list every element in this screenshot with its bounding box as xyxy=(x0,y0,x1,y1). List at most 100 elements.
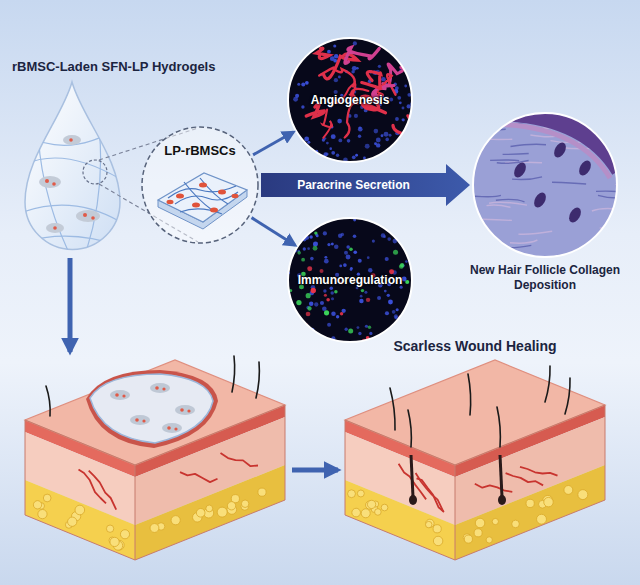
stain-dot xyxy=(293,146,296,149)
stain-dot xyxy=(337,119,342,124)
stain-dot xyxy=(307,336,311,340)
cell-dot xyxy=(192,203,200,208)
skin-block: Scarless Wound Healing xyxy=(345,330,605,560)
stain-dot xyxy=(323,231,327,235)
stain-dot xyxy=(338,139,342,143)
collagen-fiber xyxy=(487,205,511,207)
blood-vessel xyxy=(416,473,444,511)
hair xyxy=(390,388,395,430)
stain-dot xyxy=(304,137,309,142)
cell-dot xyxy=(232,194,239,198)
hair xyxy=(46,386,50,416)
fat-cell xyxy=(150,524,159,533)
stain-dot xyxy=(412,134,416,138)
fat-cell xyxy=(110,537,119,546)
cell-dot xyxy=(135,418,139,422)
hair xyxy=(545,366,550,402)
stain-dot xyxy=(405,135,408,138)
text-block: rBMSC-Laden SFN-LP Hydrogels xyxy=(12,59,215,74)
stain-dot xyxy=(352,155,356,159)
stain-dot xyxy=(384,213,389,218)
stain-dot xyxy=(306,312,311,317)
collagen-fiber xyxy=(609,146,640,148)
stain-dot xyxy=(366,298,370,302)
stain-dot xyxy=(384,132,389,137)
stain-dot xyxy=(359,299,363,303)
stain-dot xyxy=(320,158,324,162)
stain-dot xyxy=(344,251,348,255)
stain-dot xyxy=(388,300,393,305)
stain-dot xyxy=(346,254,351,259)
fiber-line xyxy=(200,178,228,204)
blood-vessel xyxy=(475,484,513,492)
hair xyxy=(468,374,471,415)
micrograph-circle: Angiogenesis xyxy=(288,38,412,162)
collagen-fiber xyxy=(473,129,505,131)
cell-dot xyxy=(162,387,165,390)
micrograph-circle: Immunoregulation xyxy=(288,218,412,342)
stain-dot xyxy=(284,36,287,39)
gel-particle xyxy=(110,390,130,400)
stain-dot xyxy=(313,242,318,247)
micrograph-rim xyxy=(473,113,617,257)
fat-cell xyxy=(564,486,573,495)
stain-dot xyxy=(334,290,337,293)
stain-dot xyxy=(307,141,310,144)
stain-dot xyxy=(306,293,311,298)
fat-cell xyxy=(381,504,388,511)
stain-dot xyxy=(324,256,327,259)
cell-dot xyxy=(91,216,95,220)
stain-dot xyxy=(331,134,336,139)
micrograph-ground xyxy=(280,30,420,170)
stain-dot xyxy=(348,328,353,333)
blood-vessel xyxy=(506,473,543,485)
stain-dot xyxy=(351,70,354,73)
hydrogel-droplet: rBMSC-Laden SFN-LP Hydrogels xyxy=(25,82,120,252)
stain-dot xyxy=(360,295,363,298)
vessel-stain xyxy=(323,110,333,138)
fat-cell xyxy=(474,529,482,537)
stain-dot xyxy=(354,114,358,118)
stain-dot xyxy=(307,247,310,250)
collagen-fiber xyxy=(512,177,542,180)
stain-dot xyxy=(325,152,328,155)
fat-cell xyxy=(578,490,588,500)
stain-dot xyxy=(368,268,372,272)
stain-dot xyxy=(361,289,364,292)
stain-dot xyxy=(402,118,405,121)
cell-dot xyxy=(155,386,159,390)
text-block: New Hair Follicle Collagen Deposition xyxy=(463,263,627,293)
stain-dot xyxy=(331,297,334,300)
gel-particle xyxy=(46,223,64,233)
skin-surface xyxy=(25,360,285,465)
collagen-fiber xyxy=(477,112,514,113)
stain-dot xyxy=(372,240,375,243)
collagen-fiber xyxy=(503,153,529,155)
stain-dot xyxy=(407,50,410,53)
stain-dot xyxy=(384,290,387,293)
stain-dot xyxy=(334,245,339,250)
stain-dot xyxy=(309,301,313,305)
stain-dot xyxy=(353,250,357,254)
stain-dot xyxy=(334,78,338,82)
collagen-fiber xyxy=(497,161,529,164)
cell-dot xyxy=(69,138,73,142)
stain-dot xyxy=(301,258,305,262)
stain-dot xyxy=(358,332,361,335)
cell-dot xyxy=(167,426,171,430)
stain-dot xyxy=(313,246,318,251)
node-label: Scarless Wound Healing xyxy=(345,338,605,354)
cell-zoom-circle: LP-rBMSCs xyxy=(142,127,258,243)
blood-vessel xyxy=(180,472,218,482)
stain-dot xyxy=(358,127,363,132)
stain-dot xyxy=(330,291,333,294)
stain-dot xyxy=(301,105,304,108)
stain-dot xyxy=(362,162,365,165)
gel-particle xyxy=(76,210,100,222)
fat-cell xyxy=(425,521,431,527)
stain-dot xyxy=(374,129,379,134)
stain-dot xyxy=(331,312,336,317)
node-label: Immunoregulation xyxy=(288,273,412,287)
text-block: Immunoregulation xyxy=(288,273,412,287)
node-label: rBMSC-Laden SFN-LP Hydrogels xyxy=(12,59,215,74)
